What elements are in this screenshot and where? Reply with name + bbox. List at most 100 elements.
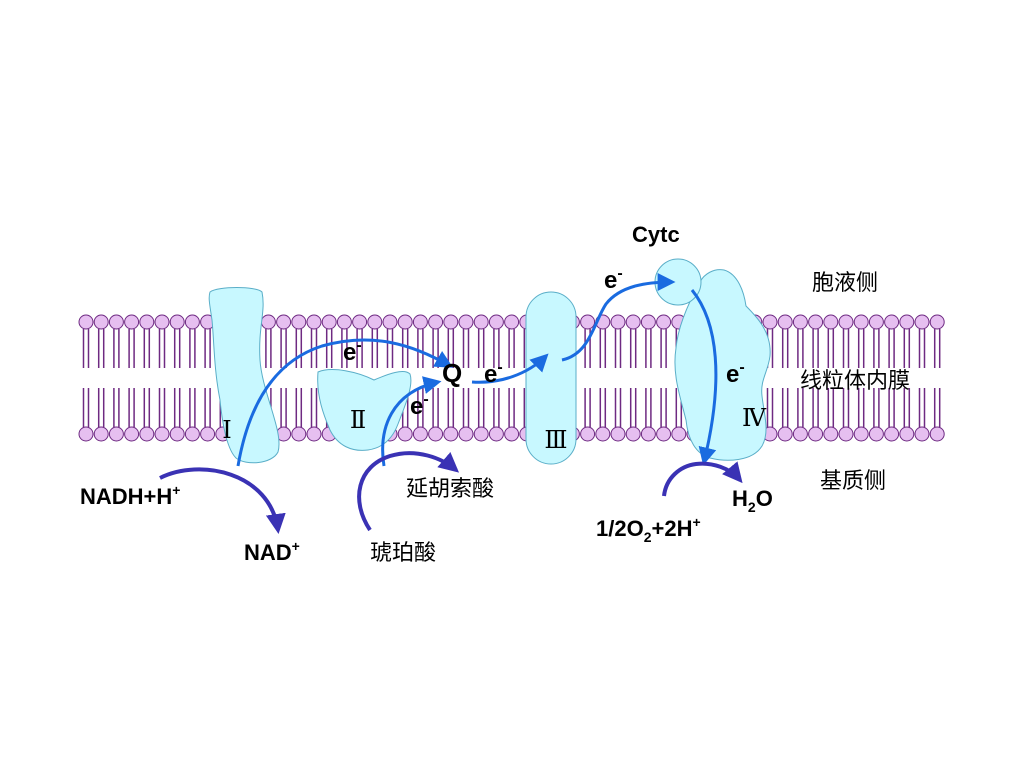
lipid-head <box>899 426 915 442</box>
lipid-head <box>154 314 170 330</box>
complex-3-label: Ⅲ <box>544 428 567 454</box>
electron-label-2: e- <box>410 391 429 420</box>
lipid-head <box>580 314 596 330</box>
lipid-head <box>640 314 656 330</box>
lipid-head <box>838 426 854 442</box>
lipid-head <box>352 314 368 330</box>
lipid-head <box>929 426 945 442</box>
lipid-head <box>382 314 398 330</box>
lipid-head <box>397 426 413 442</box>
lipid-head <box>200 426 216 442</box>
lipid-head <box>473 426 489 442</box>
nadh-label: NADH+H+ <box>80 482 180 509</box>
lipid-head <box>367 314 383 330</box>
lipid-head <box>595 426 611 442</box>
complex-1: Ⅰ <box>208 287 280 464</box>
fumarate-label: 延胡索酸 <box>406 477 494 502</box>
electron-label-4: e- <box>604 265 623 294</box>
lipid-head <box>78 426 94 442</box>
lipid-head <box>899 314 915 330</box>
lipid-head <box>823 314 839 330</box>
electron-arrow-complex2-to-q <box>381 376 442 467</box>
lipid-head <box>139 314 155 330</box>
lipid-head <box>473 314 489 330</box>
electron-label-5: e- <box>726 359 745 388</box>
reaction-arrows <box>159 451 743 534</box>
cytosol-side-label: 胞液侧 <box>812 271 878 296</box>
lipid-head <box>276 314 292 330</box>
complex-2-label: Ⅱ <box>350 408 366 434</box>
lipid-head <box>884 426 900 442</box>
lipid-head <box>184 314 200 330</box>
reaction-arrow-succinate <box>357 451 460 532</box>
electron-flow-arrows <box>236 273 718 467</box>
lipid-head <box>458 426 474 442</box>
complex-4-label: Ⅳ <box>742 406 767 432</box>
lipid-head <box>625 426 641 442</box>
lipid-head <box>184 426 200 442</box>
electron-arrow-q-to-complex3 <box>471 353 549 384</box>
lipid-head <box>154 426 170 442</box>
cytochrome-c-label: Cytc <box>632 222 680 247</box>
lipid-head <box>792 314 808 330</box>
lipid-head <box>428 426 444 442</box>
lipid-head <box>808 314 824 330</box>
lipid-head <box>488 314 504 330</box>
reaction-arrow-nadh <box>159 467 286 534</box>
oxygen-label: 1/2O2+2H+ <box>596 514 701 545</box>
lipid-head <box>777 426 793 442</box>
lipid-head <box>868 314 884 330</box>
lipid-head <box>853 426 869 442</box>
nad-label: NAD+ <box>244 538 300 565</box>
lipid-head <box>291 314 307 330</box>
lipid-head <box>336 314 352 330</box>
complex-3: Ⅲ <box>525 291 577 465</box>
lipid-head <box>762 314 778 330</box>
lipid-head <box>306 426 322 442</box>
complex-4: Ⅳ <box>674 269 771 461</box>
lipid-head <box>580 426 596 442</box>
electron-arrow-complex1-to-q <box>236 338 454 467</box>
lipid-head <box>443 314 459 330</box>
lipid-head <box>808 426 824 442</box>
lipid-head <box>139 426 155 442</box>
lipid-head <box>610 314 626 330</box>
lipid-head <box>656 314 672 330</box>
lipid-head <box>169 426 185 442</box>
lipid-head <box>656 426 672 442</box>
lipid-heads-outer <box>78 314 945 330</box>
complex-1-label: Ⅰ <box>222 418 231 444</box>
lipid-head <box>914 314 930 330</box>
lipid-head <box>610 426 626 442</box>
reaction-arrow-oxygen <box>662 461 743 497</box>
complex-2-shape <box>317 369 412 451</box>
lipid-head <box>884 314 900 330</box>
lipid-head <box>124 314 140 330</box>
lipid-head <box>504 426 520 442</box>
lipid-head <box>397 314 413 330</box>
lipid-head <box>93 426 109 442</box>
lipid-head <box>412 314 428 330</box>
lipid-head <box>838 314 854 330</box>
lipid-head <box>78 314 94 330</box>
lipid-head <box>260 314 276 330</box>
lipid-head <box>853 314 869 330</box>
lipid-heads-inner <box>78 426 945 442</box>
lipid-head <box>428 314 444 330</box>
lipid-head <box>124 426 140 442</box>
succinate-label: 琥珀酸 <box>370 541 436 566</box>
electron-label-3: e- <box>484 359 503 388</box>
lipid-head <box>169 314 185 330</box>
lipid-head <box>458 314 474 330</box>
lipid-head <box>823 426 839 442</box>
lipid-head <box>640 426 656 442</box>
complex-1-shape <box>208 287 280 464</box>
lipid-tails-outer <box>82 329 941 368</box>
lipid-head <box>93 314 109 330</box>
electron-arrow-complex3-to-cytc <box>561 273 676 362</box>
lipid-head <box>792 426 808 442</box>
ubiquinone-label: Q <box>442 358 462 388</box>
lipid-head <box>914 426 930 442</box>
complex-4-shape <box>674 269 771 461</box>
